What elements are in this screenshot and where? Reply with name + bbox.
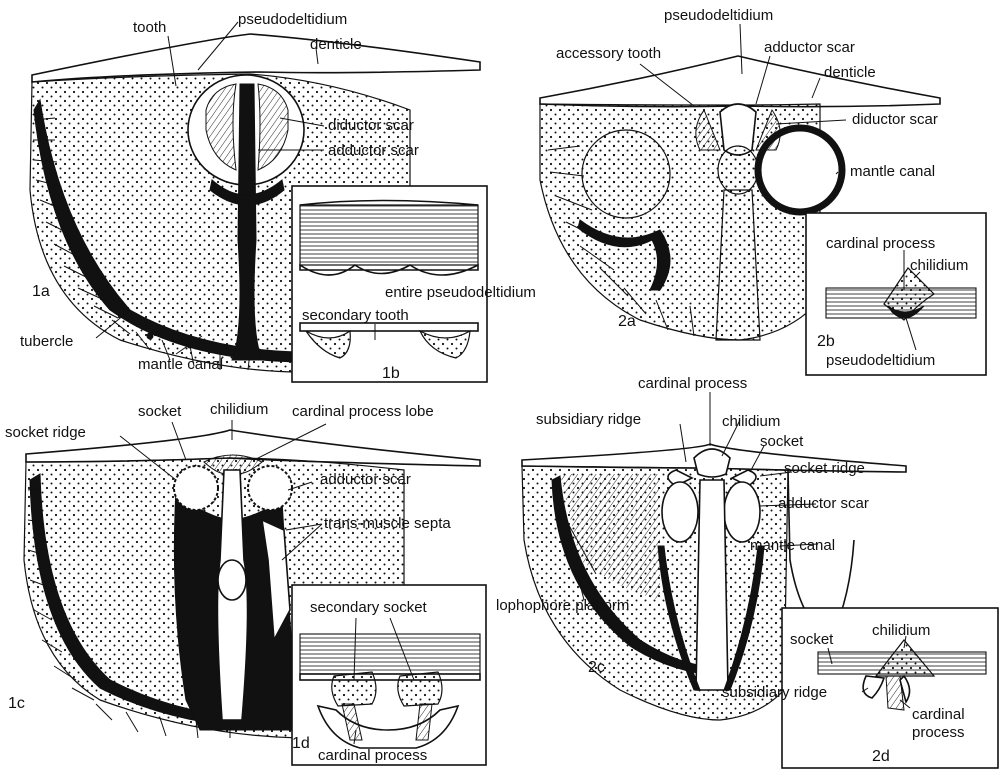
label-cardinal-2d: cardinal xyxy=(912,706,965,723)
label-subsidiary-ridge-2d: subsidiary ridge xyxy=(722,684,827,701)
adductor-scar-right-2c xyxy=(724,482,760,542)
adductor-scar-left-2c xyxy=(662,482,698,542)
hinge-line-2a xyxy=(540,56,940,107)
label-tooth-1a: tooth xyxy=(133,19,166,36)
label-secondary-tooth-1b: secondary tooth xyxy=(302,307,409,324)
label-cardinal-process-2b: cardinal process xyxy=(826,235,935,252)
label-subsidiary-ridge-2c: subsidiary ridge xyxy=(536,411,641,428)
figure-number-1a: 1a xyxy=(32,283,50,300)
label-cardinal-process-2c: cardinal process xyxy=(638,375,747,392)
socket-left-1c xyxy=(174,466,218,510)
secondary-socket-right-1d xyxy=(398,672,442,706)
label-chilidium-1c: chilidium xyxy=(210,401,268,418)
median-boss-2a xyxy=(718,146,758,194)
hinge-edge-1d xyxy=(300,674,480,680)
label-entire-pseudodeltidium-1b: entire pseudodeltidium xyxy=(385,284,536,301)
hinge-block-1b xyxy=(300,205,478,265)
figure-number-1b: 1b xyxy=(382,365,400,382)
adductor-boss-1c xyxy=(218,560,246,600)
median-ridge-2c xyxy=(696,480,728,690)
figure-number-2b: 2b xyxy=(817,333,835,350)
label-denticle-2a: denticle xyxy=(824,64,876,81)
label-cardinal-process-1d: cardinal process xyxy=(318,747,427,764)
label-mantle-canal-1a: mantle canal xyxy=(138,356,223,373)
label-adductor-scar-1c: adductor scar xyxy=(320,471,411,488)
label-trans-muscle-septa-1c: trans-muscle septa xyxy=(324,515,451,532)
socket-right-1c xyxy=(248,466,292,510)
label-pseudodeltidium-2a: pseudodeltidium xyxy=(664,7,773,24)
label-adductor-scar-2c: adductor scar xyxy=(778,495,869,512)
figure-number-2a: 2a xyxy=(618,313,636,330)
label-denticle-1a: denticle xyxy=(310,36,362,53)
figure-2b: cardinal process chilidium pseudodeltidi… xyxy=(806,213,986,375)
label-accessory-tooth-2a: accessory tooth xyxy=(556,45,661,62)
figure-number-2d: 2d xyxy=(872,748,890,765)
cardinal-process-2c xyxy=(694,449,730,477)
label-socket-ridge-1c: socket ridge xyxy=(5,424,86,441)
label-tubercle-1a: tubercle xyxy=(20,333,73,350)
median-ridge-2a xyxy=(716,190,760,340)
label-socket-1c: socket xyxy=(138,403,182,420)
secondary-hinge-1b xyxy=(300,323,478,331)
label-lophophore-platform-2c: lophophore platform xyxy=(496,597,629,614)
figure-1b: entire pseudodeltidium secondary tooth 1… xyxy=(292,186,536,382)
figure-number-1d: 1d xyxy=(292,735,310,752)
label-secondary-socket-1d: secondary socket xyxy=(310,599,428,616)
label-adductor-scar-1a: adductor scar xyxy=(328,142,419,159)
mantle-cell-left-2a xyxy=(582,130,670,218)
label-mantle-canal-2c: mantle canal xyxy=(750,537,835,554)
figure-number-1c: 1c xyxy=(8,695,25,712)
hinge-block-1d xyxy=(300,634,480,674)
label-process-2d: process xyxy=(912,724,965,741)
label-socket-2c: socket xyxy=(760,433,804,450)
figure-1d: secondary socket cardinal process 1d xyxy=(292,585,486,765)
label-pseudodeltidium-2b: pseudodeltidium xyxy=(826,352,935,369)
label-pseudodeltidium-1a: pseudodeltidium xyxy=(238,11,347,28)
label-mantle-canal-2a: mantle canal xyxy=(850,163,935,180)
label-chilidium-2d: chilidium xyxy=(872,622,930,639)
label-chilidium-2c: chilidium xyxy=(722,413,780,430)
label-socket-ridge-2c: socket ridge xyxy=(784,460,865,477)
figure-number-2c: 2c xyxy=(588,659,605,676)
label-diductor-scar-1a: diductor scar xyxy=(328,117,414,134)
label-cardinal-process-lobe-1c: cardinal process lobe xyxy=(292,403,434,420)
label-socket-2d: socket xyxy=(790,631,834,648)
label-diductor-scar-2a: diductor scar xyxy=(852,111,938,128)
tubercle-mark-1a-2 xyxy=(147,333,153,339)
label-adductor-scar-2a: adductor scar xyxy=(764,39,855,56)
label-chilidium-2b: chilidium xyxy=(910,257,968,274)
